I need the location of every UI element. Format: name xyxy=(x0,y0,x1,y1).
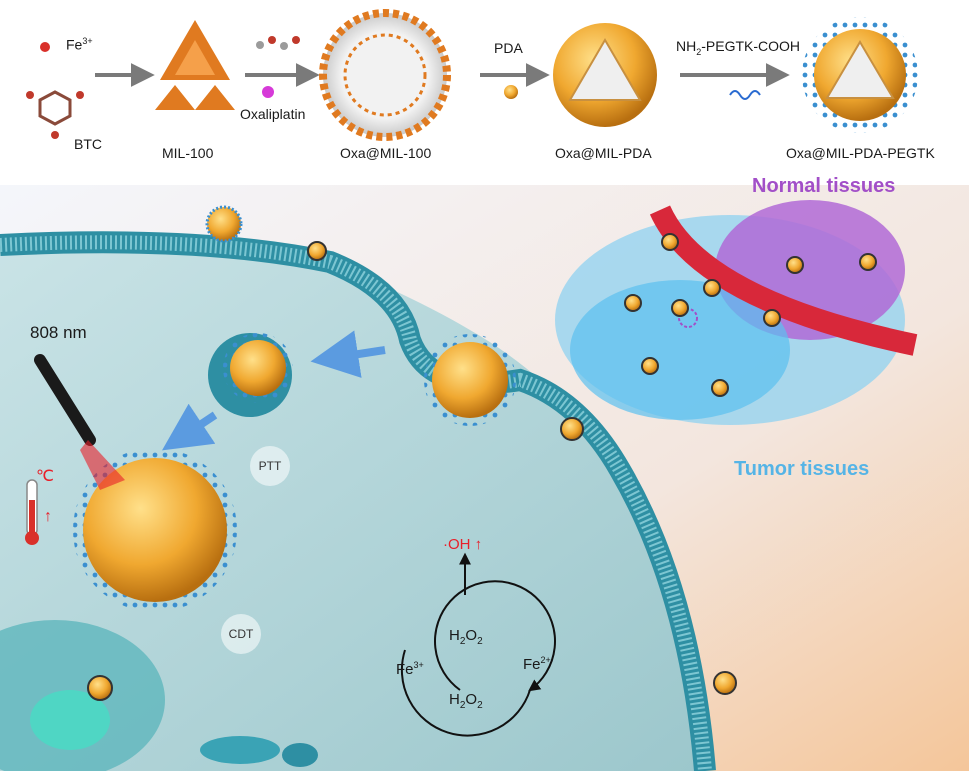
h2o2-bottom-label: H2O2 xyxy=(449,691,483,711)
btc-label: BTC xyxy=(74,136,102,152)
mitochondrion xyxy=(282,743,318,767)
blood-vessel xyxy=(649,205,918,356)
tumor-tissue-cells xyxy=(570,280,790,420)
ptt-label: PTT xyxy=(250,446,290,486)
fe2-label: Fe2+ xyxy=(523,655,551,673)
endoplasmic-reticulum xyxy=(200,736,280,764)
pda-dot-icon xyxy=(504,85,518,99)
hydroxyl-radical-label: ·OH ↑ xyxy=(443,536,483,553)
fenton-cycle xyxy=(400,552,556,737)
nucleolus xyxy=(30,690,110,750)
release-arrow xyxy=(162,403,218,451)
oxa-mil-100-icon xyxy=(319,9,451,141)
oxa-mil-100-label: Oxa@MIL-100 xyxy=(340,145,432,161)
fe-label: Fe3+ xyxy=(66,36,93,53)
wave-icon xyxy=(729,90,761,100)
mil-100-icon xyxy=(155,20,235,110)
mil-100-label: MIL-100 xyxy=(162,145,214,161)
btc-molecule-icon xyxy=(26,90,84,139)
final-product-label: Oxa@MIL-PDA-PEGTK xyxy=(786,145,935,161)
membrane-nanoparticles xyxy=(87,205,737,701)
tissue-nanoparticles xyxy=(624,233,877,397)
normal-tissues-label: Normal tissues xyxy=(752,175,896,197)
intracellular-particle xyxy=(73,448,237,612)
cdt-label: CDT xyxy=(221,614,261,654)
cell-membrane-lipids xyxy=(0,235,712,771)
oxa-mil-pda-icon xyxy=(553,23,657,127)
oxa-mil-pda-label: Oxa@MIL-PDA xyxy=(555,145,652,161)
temperature-unit-label: ℃ xyxy=(36,468,54,485)
fe-ion-icon xyxy=(40,42,50,52)
endocytosis-particle xyxy=(424,334,516,426)
reagent-label: NH2-PEGTK-COOH xyxy=(676,38,801,57)
oxaliplatin-molecule-icon xyxy=(256,36,300,50)
oxaliplatin-dot-icon xyxy=(262,86,274,98)
tissue-cluster xyxy=(555,200,918,425)
uptake-arrow xyxy=(310,330,386,378)
oxaliplatin-label: Oxaliplatin xyxy=(240,106,306,122)
laser-probe-icon xyxy=(34,354,125,490)
tumor-tissues-label: Tumor tissues xyxy=(734,458,870,480)
endosome xyxy=(208,333,293,417)
laser-wavelength-label: 808 nm xyxy=(30,323,87,342)
h2o2-top-label: H2O2 xyxy=(449,627,483,647)
temperature-up-arrow: ↑ xyxy=(44,508,52,525)
thermometer-icon xyxy=(25,479,39,545)
oxa-mil-pda-pegtk-icon xyxy=(802,17,918,133)
fe3-label: Fe3+ xyxy=(396,660,424,678)
pda-label: PDA xyxy=(494,40,523,56)
